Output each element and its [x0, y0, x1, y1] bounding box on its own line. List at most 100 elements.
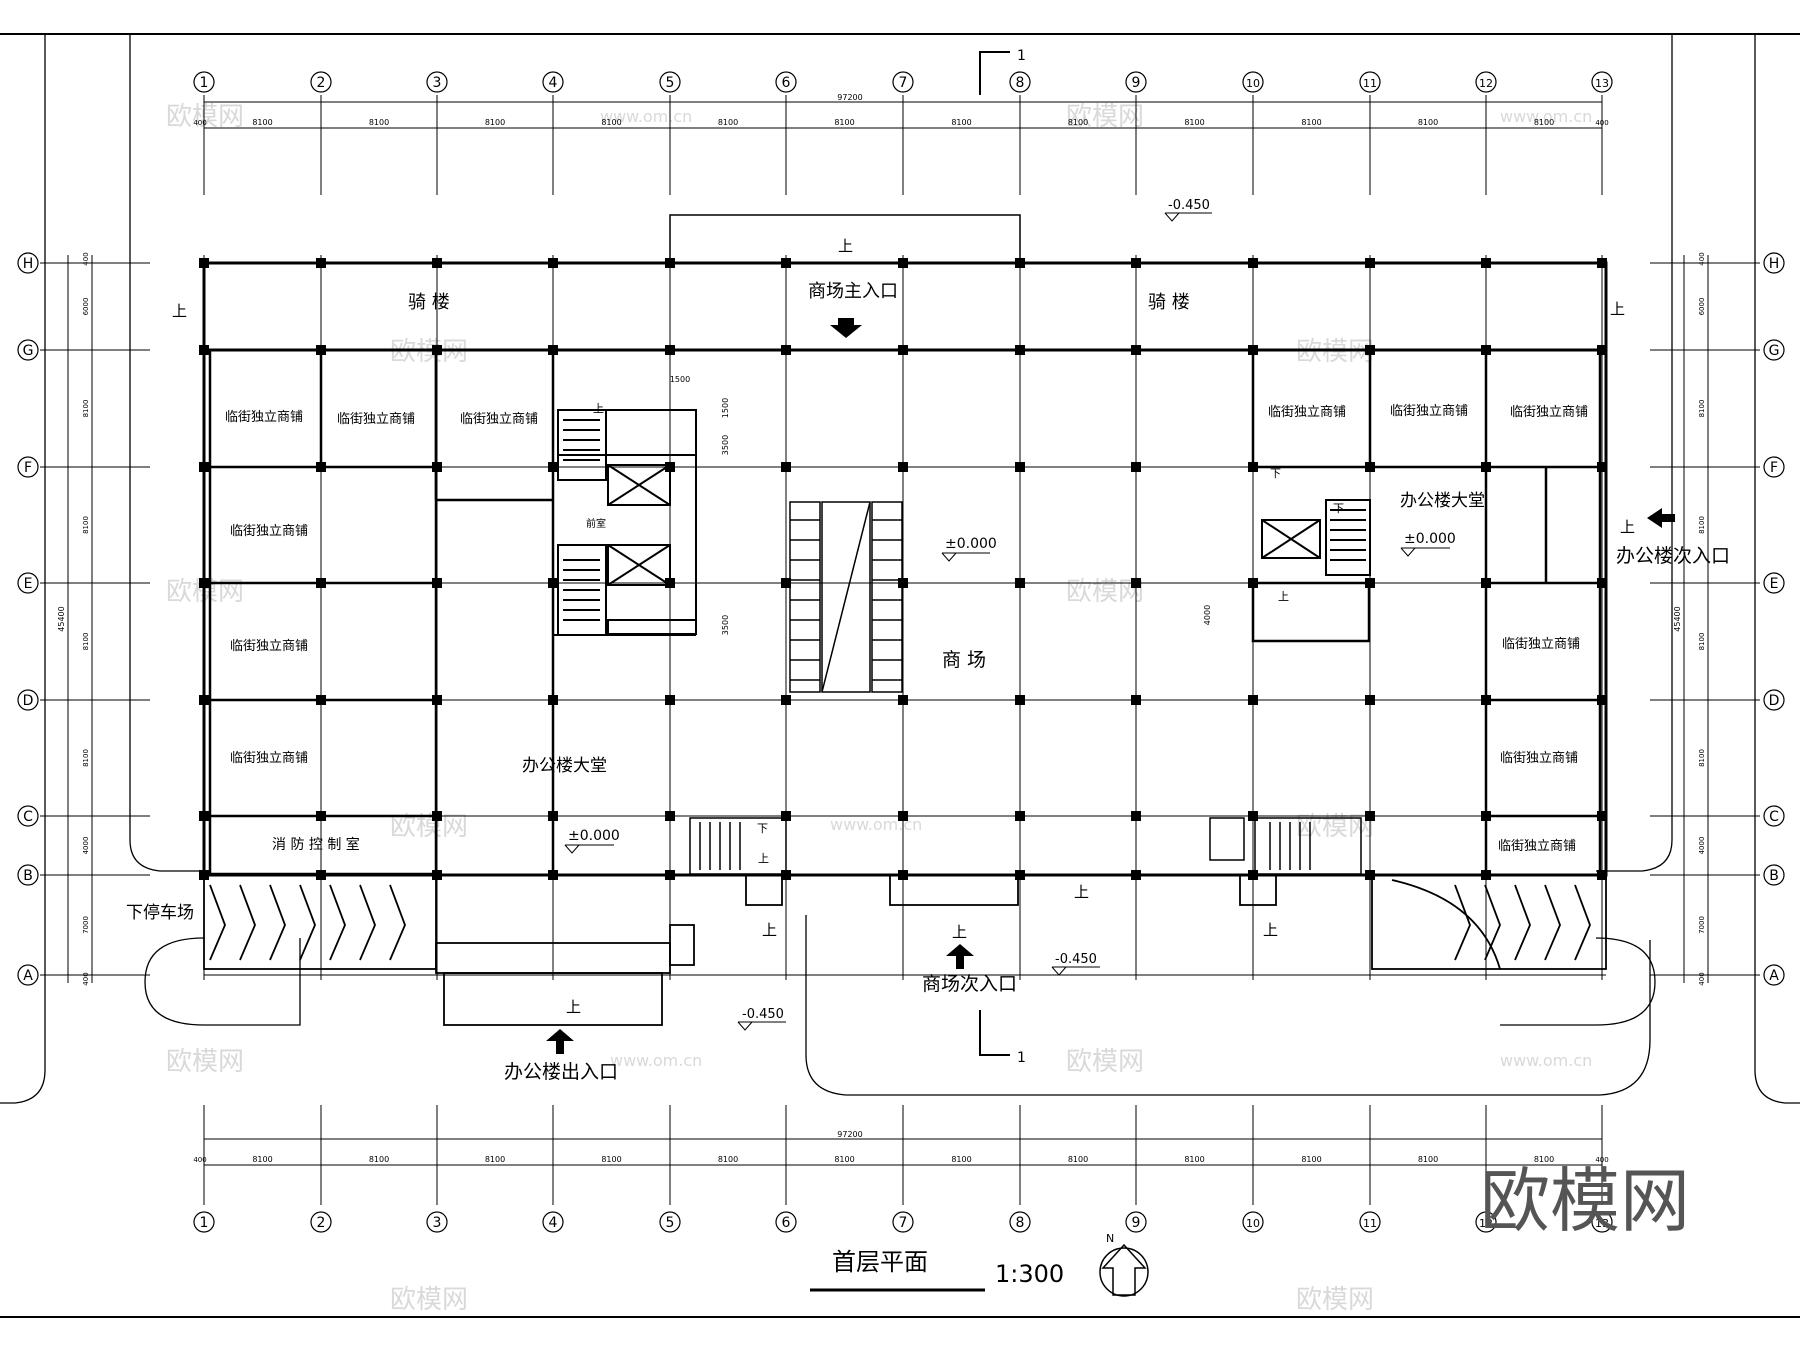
structural-column	[1248, 811, 1258, 821]
stair-up-mark: 上	[1610, 300, 1625, 318]
structural-column	[665, 258, 675, 268]
structural-column	[665, 345, 675, 355]
dimension-bay: 8100	[252, 1155, 272, 1164]
drawing-scale: 1:300	[995, 1260, 1064, 1288]
structural-column	[781, 258, 791, 268]
grid-bubble-icon	[1763, 864, 1785, 886]
entrance-office-exit: 办公楼出入口	[504, 1061, 618, 1083]
grid-bubble-icon	[17, 339, 39, 361]
structural-column	[199, 258, 209, 268]
drawing-title: 首层平面	[832, 1248, 928, 1276]
arrow-down-icon	[830, 318, 862, 338]
grid-row-label: D	[23, 693, 34, 709]
grid-row-label: D	[1769, 693, 1780, 709]
left-shop-walls	[208, 348, 555, 876]
grid-bubble-icon	[1125, 71, 1147, 93]
structural-column	[316, 258, 326, 268]
elevation-triangle-icon	[1400, 547, 1450, 557]
grid-column-label: 1	[200, 75, 209, 91]
structural-column	[781, 578, 791, 588]
stair-marks: 上 上 上 上 上 上 上 上 上 上 上 上 下 下 下	[172, 237, 1635, 1016]
structural-column	[781, 870, 791, 880]
grid-bubble-icon	[542, 71, 564, 93]
dimension-bay: 400	[82, 972, 90, 985]
grid-row-label: F	[1770, 460, 1778, 476]
structural-column	[665, 811, 675, 821]
arrow-up-icon	[946, 944, 974, 969]
stair-up-mark: 上	[1620, 518, 1635, 536]
grid-column-label: 9	[1132, 1215, 1141, 1231]
room-shop: 临街独立商铺	[230, 639, 308, 654]
grid-bubble-icon	[1763, 456, 1785, 478]
entrance-labels: 商场主入口 商场次入口 办公楼出入口 办公楼次入口 下停车场	[126, 281, 1730, 1083]
dimension-bay: 8100	[1698, 633, 1706, 651]
dimension-bay: 8100	[1068, 118, 1088, 127]
left-core	[553, 409, 697, 636]
section-marks	[979, 51, 1010, 1056]
dimension-bay: 8100	[601, 1155, 621, 1164]
grid-bubble-icon	[310, 1211, 332, 1233]
grid-bubble-icon	[17, 456, 39, 478]
dimension-bay: 8100	[1698, 400, 1706, 418]
entrance-mall-main: 商场主入口	[808, 281, 898, 302]
grid-column-label: 2	[317, 1215, 326, 1231]
dimension-bay: 8100	[718, 118, 738, 127]
structural-column	[199, 695, 209, 705]
room-office-lobby-left: 办公楼大堂	[522, 756, 607, 776]
dimension-bay: 8100	[1068, 1155, 1088, 1164]
room-shop: 临街独立商铺	[1268, 405, 1346, 420]
grid-bubble-icon	[1359, 71, 1381, 93]
grid-bubble-icon	[17, 572, 39, 594]
grid-bubble-icon	[193, 1211, 215, 1233]
dimension-bay: 8100	[1301, 118, 1321, 127]
watermark-layer: 欧模网 www.om.cn 欧模网 www.om.cn 欧模网 欧模网 欧模网 …	[166, 102, 1592, 1315]
structural-column	[1597, 345, 1607, 355]
grid-column-label: 4	[549, 1215, 558, 1231]
structural-column	[898, 695, 908, 705]
elevation-mall: ±0.000	[945, 536, 997, 552]
room-shop: 临街独立商铺	[1500, 751, 1578, 766]
structural-column	[781, 462, 791, 472]
grid-row-label: C	[1769, 809, 1779, 825]
elevation-outdoor-bottom-mid: -0.450	[1055, 952, 1097, 967]
structural-column	[199, 462, 209, 472]
structural-column	[1131, 462, 1141, 472]
watermark-brand: 欧模网	[1066, 102, 1144, 132]
dimension-core: 3500	[721, 435, 730, 455]
grid-bubble-icon	[1591, 71, 1613, 93]
structural-column	[781, 345, 791, 355]
elevation-triangle-icon	[941, 552, 990, 562]
grid-column-label: 7	[899, 1215, 908, 1231]
watermark-url: www.om.cn	[830, 815, 922, 834]
grid-row-label: A	[23, 968, 33, 984]
section-mark-top: 1	[1017, 48, 1026, 64]
lower-stairs	[689, 817, 1362, 875]
structural-column	[898, 345, 908, 355]
room-arcade-right: 骑 楼	[1148, 292, 1190, 313]
stair-up-mark: 上	[1074, 883, 1089, 901]
dimension-edge: 400	[1595, 1156, 1608, 1164]
grid-row-label: G	[1769, 343, 1780, 359]
grid-column-label: 5	[666, 1215, 675, 1231]
structural-column	[199, 345, 209, 355]
grid-bubble-icon	[1242, 71, 1264, 93]
room-fire-control: 消 防 控 制 室	[272, 836, 360, 853]
grid-bubble-icon	[1763, 964, 1785, 986]
stair-down-mark: 下	[1270, 467, 1281, 480]
grid-bubble-icon	[1591, 1211, 1613, 1233]
stair-up-mark: 上	[1263, 921, 1278, 939]
grid-bubble-icon	[542, 1211, 564, 1233]
structural-column	[1597, 258, 1607, 268]
dimension-bay: 8100	[601, 118, 621, 127]
stair-down-mark: 下	[757, 822, 768, 835]
structural-column	[1015, 258, 1025, 268]
elevation-triangle-icon	[1051, 966, 1100, 976]
elevation-outdoor-bottom-left: -0.450	[742, 1007, 784, 1022]
grid-column-label: 5	[666, 75, 675, 91]
watermark-brand: 欧模网	[1296, 1285, 1374, 1315]
site-road-right	[1500, 34, 1800, 1104]
grid-column-label: 6	[782, 75, 791, 91]
dimension-bay: 8100	[1418, 1155, 1438, 1164]
structural-column	[1015, 695, 1025, 705]
